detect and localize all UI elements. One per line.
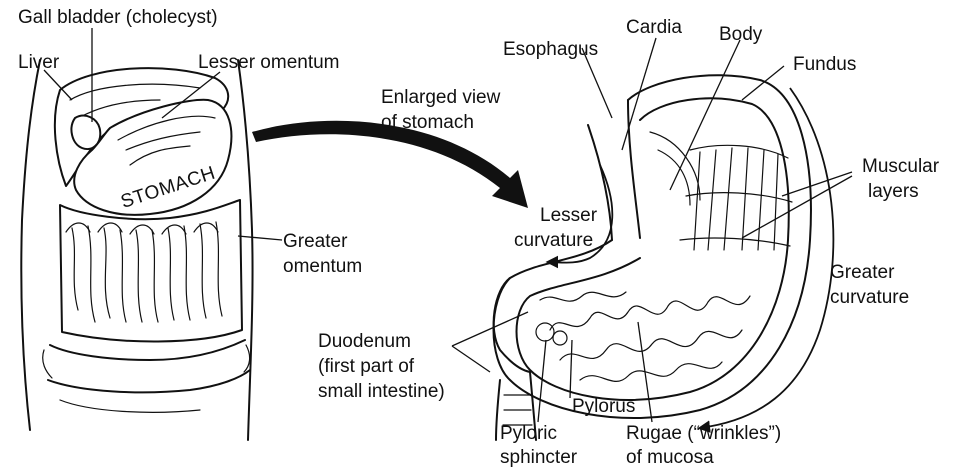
label-enlarged-view-1: Enlarged view [381,87,501,108]
label-enlarged-view-2: of stomach [381,112,474,133]
label-liver: Liver [18,52,60,73]
label-fundus: Fundus [793,54,856,75]
enlarged-view-arrow [252,121,528,208]
abdomen-illustration: STOMACH [21,60,252,440]
label-lesser-curvature-1: Lesser [540,205,598,226]
label-greater-curvature-1: Greater [830,262,895,283]
label-lesser-curvature-2: curvature [514,230,593,251]
gall-bladder-shape [71,116,100,149]
label-body: Body [719,24,763,45]
label-rugae-1: Rugae (“wrinkles”) [626,423,781,444]
label-cardia: Cardia [626,17,682,38]
greater-omentum-shape [60,200,242,342]
label-muscular-layers-2: layers [868,181,919,202]
label-esophagus: Esophagus [503,39,598,60]
enlarged-stomach-illustration [494,75,834,440]
label-lesser-omentum: Lesser omentum [198,52,340,73]
label-muscular-layers-1: Muscular [862,156,940,177]
label-rugae-2: of mucosa [626,447,714,468]
label-pyloric-sphincter-1: Pyloric [500,423,557,444]
greater-curvature-arrow [700,88,833,428]
label-greater-omentum-2: omentum [283,256,362,277]
label-gall-bladder: Gall bladder (cholecyst) [18,7,218,28]
label-greater-curvature-2: curvature [830,287,909,308]
label-duodenum-1: Duodenum [318,331,411,352]
label-duodenum-2: (first part of [318,356,415,377]
label-greater-omentum-1: Greater [283,231,348,252]
label-pyloric-sphincter-2: sphincter [500,447,578,468]
label-duodenum-3: small intestine) [318,381,445,402]
label-pylorus: Pylorus [572,396,635,417]
